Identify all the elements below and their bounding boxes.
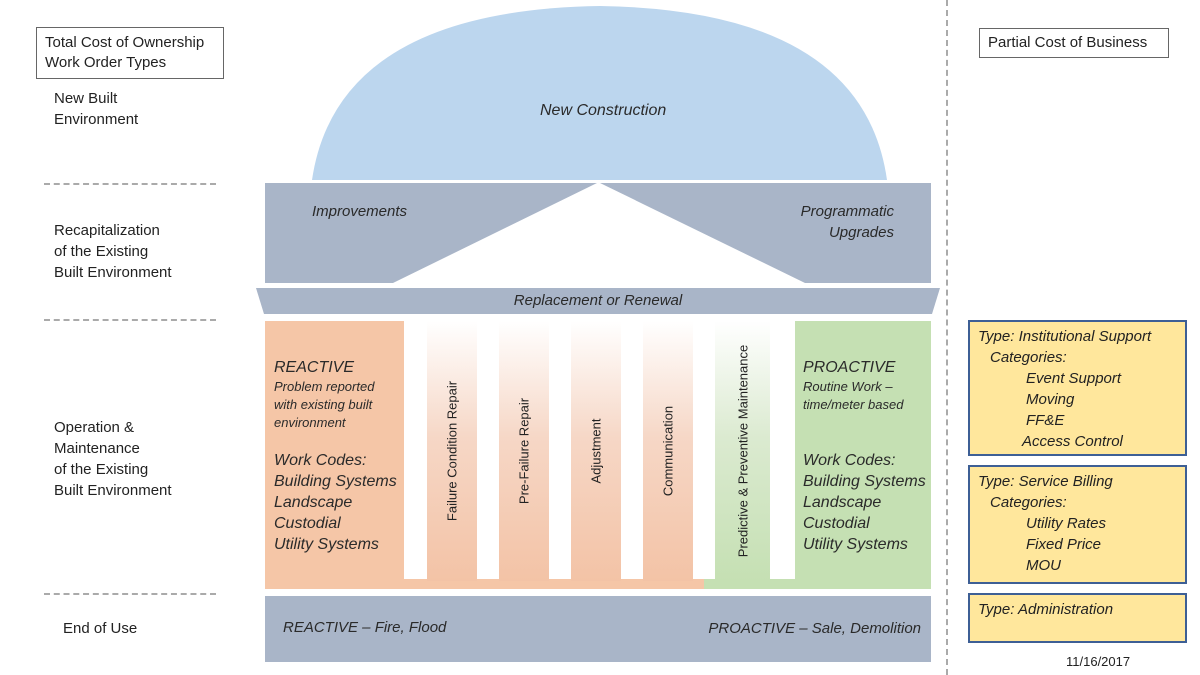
business-box-service-billing: Type: Service Billing Categories: Utilit… <box>968 465 1187 584</box>
proactive-desc-1: Routine Work – <box>803 379 893 394</box>
right-header: Partial Cost of Business <box>988 34 1148 51</box>
business-item: Fixed Price <box>1026 536 1102 553</box>
recap-band-shape <box>600 183 931 283</box>
proactive-desc-2: time/meter based <box>803 397 904 412</box>
reactive-code: Landscape <box>274 494 353 511</box>
pillar-label: Communication <box>660 405 676 497</box>
reactive-desc-2: with existing built <box>274 397 373 412</box>
proactive-code: Landscape <box>803 494 882 511</box>
row-label-end-of-use: End of Use <box>63 620 138 637</box>
row-label-line: Built Environment <box>54 482 172 499</box>
row-divider-1 <box>44 183 216 185</box>
business-type: Type: Institutional Support <box>978 328 1152 345</box>
end-reactive-label: REACTIVE – Fire, Flood <box>283 619 447 636</box>
row-label-new-built: New Built Environment <box>54 88 138 130</box>
row-label-line: of the Existing <box>54 461 149 478</box>
row-label-line: of the Existing <box>54 243 149 260</box>
base-strip-reactive <box>265 579 710 589</box>
row-divider-2 <box>44 319 216 321</box>
proactive-code: Utility Systems <box>803 536 908 553</box>
dome-shape <box>312 6 887 180</box>
left-header-box: Total Cost of Ownership Work Order Types <box>36 27 224 79</box>
reactive-code: Utility Systems <box>274 536 379 553</box>
business-categories: Categories: <box>990 494 1067 511</box>
replacement-band-shape <box>256 288 940 314</box>
proactive-codes-title: Work Codes: <box>803 452 896 469</box>
improvements-label: Improvements <box>312 203 408 220</box>
row-divider-3 <box>44 593 216 595</box>
business-item: Moving <box>1026 391 1075 408</box>
reactive-desc-3: environment <box>274 415 346 430</box>
reactive-code: Building Systems <box>274 473 397 490</box>
business-type: Type: Service Billing <box>978 473 1113 490</box>
business-item: FF&E <box>1026 412 1065 429</box>
left-header-line1: Total Cost of Ownership <box>45 34 205 51</box>
left-header-line2: Work Order Types <box>45 54 167 71</box>
pillar-label: Pre-Failure Repair <box>516 397 532 505</box>
business-type: Type: Administration <box>978 601 1114 618</box>
end-proactive-label: PROACTIVE – Sale, Demolition <box>708 620 921 637</box>
row-label-line: Built Environment <box>54 264 172 281</box>
pillar-pre-failure-repair: Pre-Failure Repair <box>499 321 549 581</box>
programmatic-upgrades-label: Programmatic Upgrades <box>760 201 894 243</box>
pillar-failure-condition-repair: Failure Condition Repair <box>427 321 477 581</box>
business-item: Event Support <box>1026 370 1122 387</box>
proactive-text: PROACTIVE Routine Work – time/meter base… <box>803 357 931 555</box>
row-label-line: Maintenance <box>54 440 140 457</box>
reactive-codes-title: Work Codes: <box>274 452 367 469</box>
business-item: Utility Rates <box>1026 515 1107 532</box>
reactive-text: REACTIVE Problem reported with existing … <box>274 357 402 555</box>
reactive-desc-1: Problem reported <box>274 379 375 394</box>
dome-label: New Construction <box>540 102 667 119</box>
pillar-adjustment: Adjustment <box>571 321 621 581</box>
recap-band-shape <box>265 183 597 283</box>
right-header-box: Partial Cost of Business <box>979 28 1169 58</box>
end-band-shape <box>265 596 931 662</box>
label-line: Upgrades <box>828 224 894 241</box>
row-label-line: Recapitalization <box>54 222 160 239</box>
label-line: Programmatic <box>800 203 894 220</box>
business-categories: Categories: <box>990 349 1067 366</box>
pillar-predictive-preventive: Predictive & Preventive Maintenance <box>715 321 770 581</box>
reactive-column <box>265 321 404 589</box>
proactive-code: Building Systems <box>803 473 926 490</box>
row-label-line: Environment <box>54 111 139 128</box>
business-item: MOU <box>1026 557 1061 574</box>
reactive-code: Custodial <box>274 515 341 532</box>
business-box-institutional-support: Type: Institutional Support Categories: … <box>968 320 1187 456</box>
reactive-title: REACTIVE <box>274 359 355 376</box>
proactive-column <box>795 321 931 589</box>
proactive-code: Custodial <box>803 515 870 532</box>
replacement-label: Replacement or Renewal <box>513 292 683 309</box>
vertical-divider <box>946 0 948 675</box>
business-item: Access Control <box>1022 433 1123 450</box>
pillar-label: Failure Condition Repair <box>444 380 460 522</box>
row-label-line: Operation & <box>54 419 135 436</box>
pillar-communication: Communication <box>643 321 693 581</box>
date-label: 11/16/2017 <box>1066 654 1131 669</box>
row-label-om: Operation & Maintenance of the Existing … <box>54 417 172 501</box>
proactive-title: PROACTIVE <box>803 359 896 376</box>
pillar-label: Adjustment <box>588 418 604 484</box>
row-label-recap: Recapitalization of the Existing Built E… <box>54 220 172 283</box>
row-label-line: New Built <box>54 90 118 107</box>
business-box-administration: Type: Administration <box>968 593 1187 643</box>
pillar-label: Predictive & Preventive Maintenance <box>735 344 750 558</box>
